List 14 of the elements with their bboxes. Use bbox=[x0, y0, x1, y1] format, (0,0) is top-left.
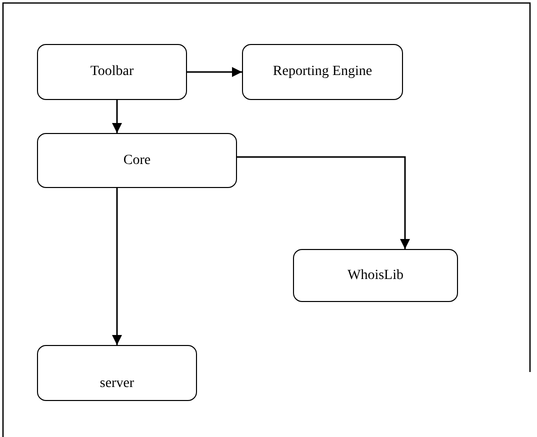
box-label: server bbox=[100, 376, 134, 392]
rounded-box bbox=[37, 345, 197, 401]
box-label: WhoisLib bbox=[348, 268, 404, 284]
rounded-box bbox=[293, 249, 458, 302]
box-label: Core bbox=[123, 152, 151, 168]
rounded-box bbox=[37, 133, 237, 188]
box-label: Reporting Engine bbox=[272, 64, 372, 80]
box-label: Toolbar bbox=[90, 64, 134, 80]
arrow bbox=[237, 156, 410, 249]
arrow bbox=[112, 100, 122, 133]
arrow bbox=[112, 188, 122, 345]
arrow bbox=[187, 67, 242, 77]
rounded-box bbox=[37, 44, 187, 100]
rounded-box bbox=[242, 44, 403, 100]
